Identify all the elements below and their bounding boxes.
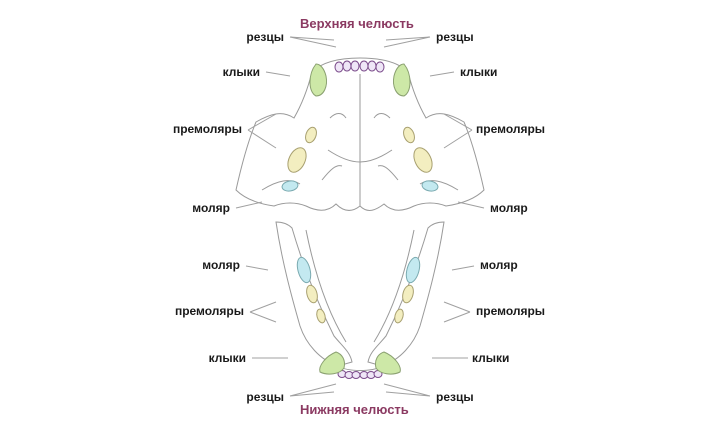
pointer-lower-molar-left xyxy=(245,265,269,271)
lower-molar-right xyxy=(405,256,421,284)
lower-incisor xyxy=(351,371,361,379)
lower-premolar-right-2 xyxy=(402,284,414,304)
lower-molar-left xyxy=(296,256,312,284)
pointer-upper-incisors-right xyxy=(383,36,431,48)
pointer-lower-premolars-right xyxy=(443,301,471,323)
lower-jaw-inner-right xyxy=(373,229,415,343)
lower-molars xyxy=(296,256,421,284)
label-upper-premolars-right: премоляры xyxy=(476,122,546,136)
pointer-upper-canines-left xyxy=(265,71,291,77)
label-lower-incisors-right: резцы xyxy=(436,390,474,404)
upper-jaw-notch-left xyxy=(329,113,347,119)
label-upper-incisors-right: резцы xyxy=(436,30,474,44)
upper-palate-left xyxy=(321,165,343,181)
upper-premolar-right-1 xyxy=(403,126,415,144)
upper-molar-left xyxy=(281,180,299,192)
pointer-lower-premolars-left xyxy=(249,301,277,323)
lower-premolar-left-1 xyxy=(316,308,326,324)
label-lower-canines-right: клыки xyxy=(472,351,510,365)
upper-molars xyxy=(281,180,439,192)
lower-jaw-title: Нижняя челюсть xyxy=(300,402,409,417)
label-lower-incisors-left: резцы xyxy=(246,390,284,404)
label-lower-canines-left: клыки xyxy=(208,351,246,365)
label-upper-incisors-left: резцы xyxy=(246,30,284,44)
upper-premolar-left-1 xyxy=(305,126,317,144)
label-lower-molar-right: моляр xyxy=(480,258,518,272)
upper-premolar-left-2 xyxy=(287,147,307,173)
pointer-upper-molar-left xyxy=(235,201,263,209)
upper-teeth xyxy=(281,60,439,192)
label-upper-molar-right: моляр xyxy=(490,201,528,215)
lower-canine-left xyxy=(319,351,345,375)
upper-canines xyxy=(309,63,411,97)
upper-jaw-outline xyxy=(235,57,485,211)
pointer-lines xyxy=(235,36,485,397)
upper-incisor xyxy=(350,60,360,72)
label-upper-premolars-left: премоляры xyxy=(172,122,242,136)
upper-jaw-ridge-right xyxy=(359,149,393,163)
upper-molar-right xyxy=(421,180,439,192)
label-upper-canines-right: клыки xyxy=(460,65,498,79)
lower-jaw-left-outline xyxy=(275,221,353,367)
upper-premolar-right-2 xyxy=(413,147,433,173)
upper-canine-left xyxy=(309,63,327,97)
upper-jaw-ridge-left xyxy=(327,149,361,163)
lower-premolar-left-2 xyxy=(306,284,318,304)
upper-incisor xyxy=(342,60,352,72)
lower-jaw-right-outline xyxy=(367,221,445,367)
pointer-upper-molar-right xyxy=(457,201,485,209)
lower-incisors xyxy=(337,370,383,379)
upper-jaw-title: Верхняя челюсть xyxy=(300,16,414,31)
upper-incisors xyxy=(334,60,385,73)
lower-premolars xyxy=(306,284,414,324)
upper-incisor xyxy=(334,61,344,73)
upper-palate-right xyxy=(377,165,399,181)
lower-jaw xyxy=(275,221,445,371)
pointer-upper-premolars-left xyxy=(247,113,277,149)
lower-canine-right xyxy=(375,351,401,375)
pointer-lower-molar-right xyxy=(451,265,475,271)
upper-canine-right xyxy=(393,63,411,97)
upper-incisor xyxy=(367,60,377,72)
pointer-upper-canines-right xyxy=(429,71,455,77)
upper-premolars xyxy=(287,126,433,173)
lower-canines xyxy=(319,351,401,375)
lower-premolar-right-1 xyxy=(394,308,404,324)
label-upper-canines-left: клыки xyxy=(222,65,260,79)
lower-jaw-inner-left xyxy=(305,229,347,343)
upper-jaw-notch-right xyxy=(373,113,391,119)
label-lower-premolars-right: премоляры xyxy=(476,304,546,318)
lower-teeth xyxy=(296,256,421,379)
pointer-upper-incisors-left xyxy=(289,36,337,48)
pointer-lower-incisors-left xyxy=(289,383,337,397)
upper-jaw xyxy=(235,57,485,211)
label-lower-premolars-left: премоляры xyxy=(174,304,244,318)
pointer-upper-premolars-right xyxy=(443,113,473,149)
label-lower-molar-left: моляр xyxy=(202,258,240,272)
label-upper-molar-left: моляр xyxy=(192,201,230,215)
upper-incisor xyxy=(375,61,385,73)
upper-incisor xyxy=(359,60,369,72)
pointer-lower-incisors-right xyxy=(383,383,431,397)
